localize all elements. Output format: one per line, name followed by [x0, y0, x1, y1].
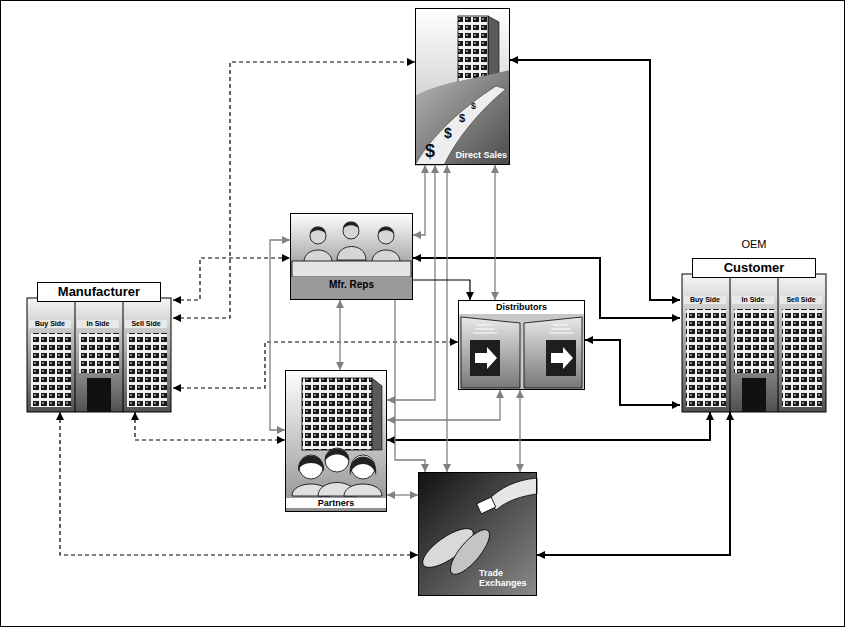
node-label: Trade Exchanges: [479, 568, 534, 589]
node-label: Mfr. Reps: [291, 279, 412, 291]
connector: [510, 60, 680, 300]
dollar-sign: $: [471, 102, 476, 111]
connector: [413, 280, 470, 300]
mfr-reps-box: Mfr. Reps: [290, 213, 413, 300]
trade-exchanges-box: Trade Exchanges: [418, 472, 537, 596]
node-label: Partners: [286, 498, 386, 508]
node-label: OEM: [680, 238, 828, 251]
manufacturer-building: ManufacturerBuy Side In Side Sell Side: [25, 280, 173, 412]
connector: [387, 390, 500, 420]
connector: [173, 342, 458, 388]
customer-building: OEM CustomerBuy Side In Side Sell Side: [680, 238, 828, 412]
node-label: In Side: [732, 296, 774, 304]
connector: [413, 165, 425, 235]
dollar-sign: $: [459, 113, 465, 124]
node-label: Manufacturer: [37, 282, 161, 302]
connector: [519, 390, 520, 472]
node-label: Buy Side: [29, 320, 71, 328]
connector: [387, 412, 710, 440]
connector: [339, 300, 340, 370]
node-label: In Side: [77, 320, 119, 328]
distributors-box: Distributors: [458, 300, 585, 390]
node-label: Distributors: [459, 302, 584, 312]
connector: [173, 258, 290, 300]
node-label: Customer: [692, 258, 816, 278]
connector: [387, 494, 418, 495]
node-label: Sell Side: [125, 320, 167, 328]
connector: [395, 300, 425, 472]
connector: [494, 165, 495, 300]
connector: [413, 258, 680, 318]
connector: [60, 412, 418, 555]
connector: [537, 412, 730, 555]
node-label: Direct Sales: [449, 150, 507, 160]
node-label: Buy Side: [684, 296, 726, 304]
dollar-sign: $: [444, 126, 452, 140]
connector: [585, 340, 680, 405]
dollar-sign: $: [425, 142, 435, 160]
connector: [446, 165, 447, 472]
connector: [270, 240, 290, 430]
connector: [173, 62, 415, 318]
partners-box: Partners: [285, 370, 387, 512]
node-label: Sell Side: [780, 296, 822, 304]
connector: [387, 165, 435, 400]
connector: [135, 412, 285, 440]
